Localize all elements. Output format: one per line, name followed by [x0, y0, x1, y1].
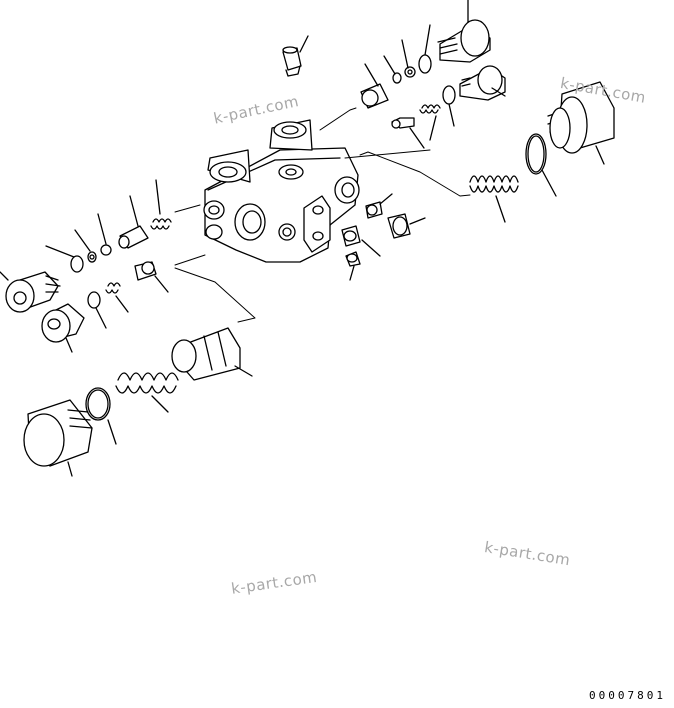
valve-body	[203, 119, 360, 263]
check-valve-upper	[360, 0, 491, 109]
small-fittings	[341, 193, 426, 281]
check-valve-middle	[391, 65, 506, 149]
relief-plug-right	[469, 81, 615, 223]
left-lower-valve	[41, 261, 169, 353]
main-spool-assembly	[23, 327, 253, 477]
left-check-valve	[0, 179, 172, 313]
center-lines	[174, 107, 471, 323]
drawing-code: 00007801	[589, 689, 666, 702]
top-plug	[282, 35, 309, 77]
